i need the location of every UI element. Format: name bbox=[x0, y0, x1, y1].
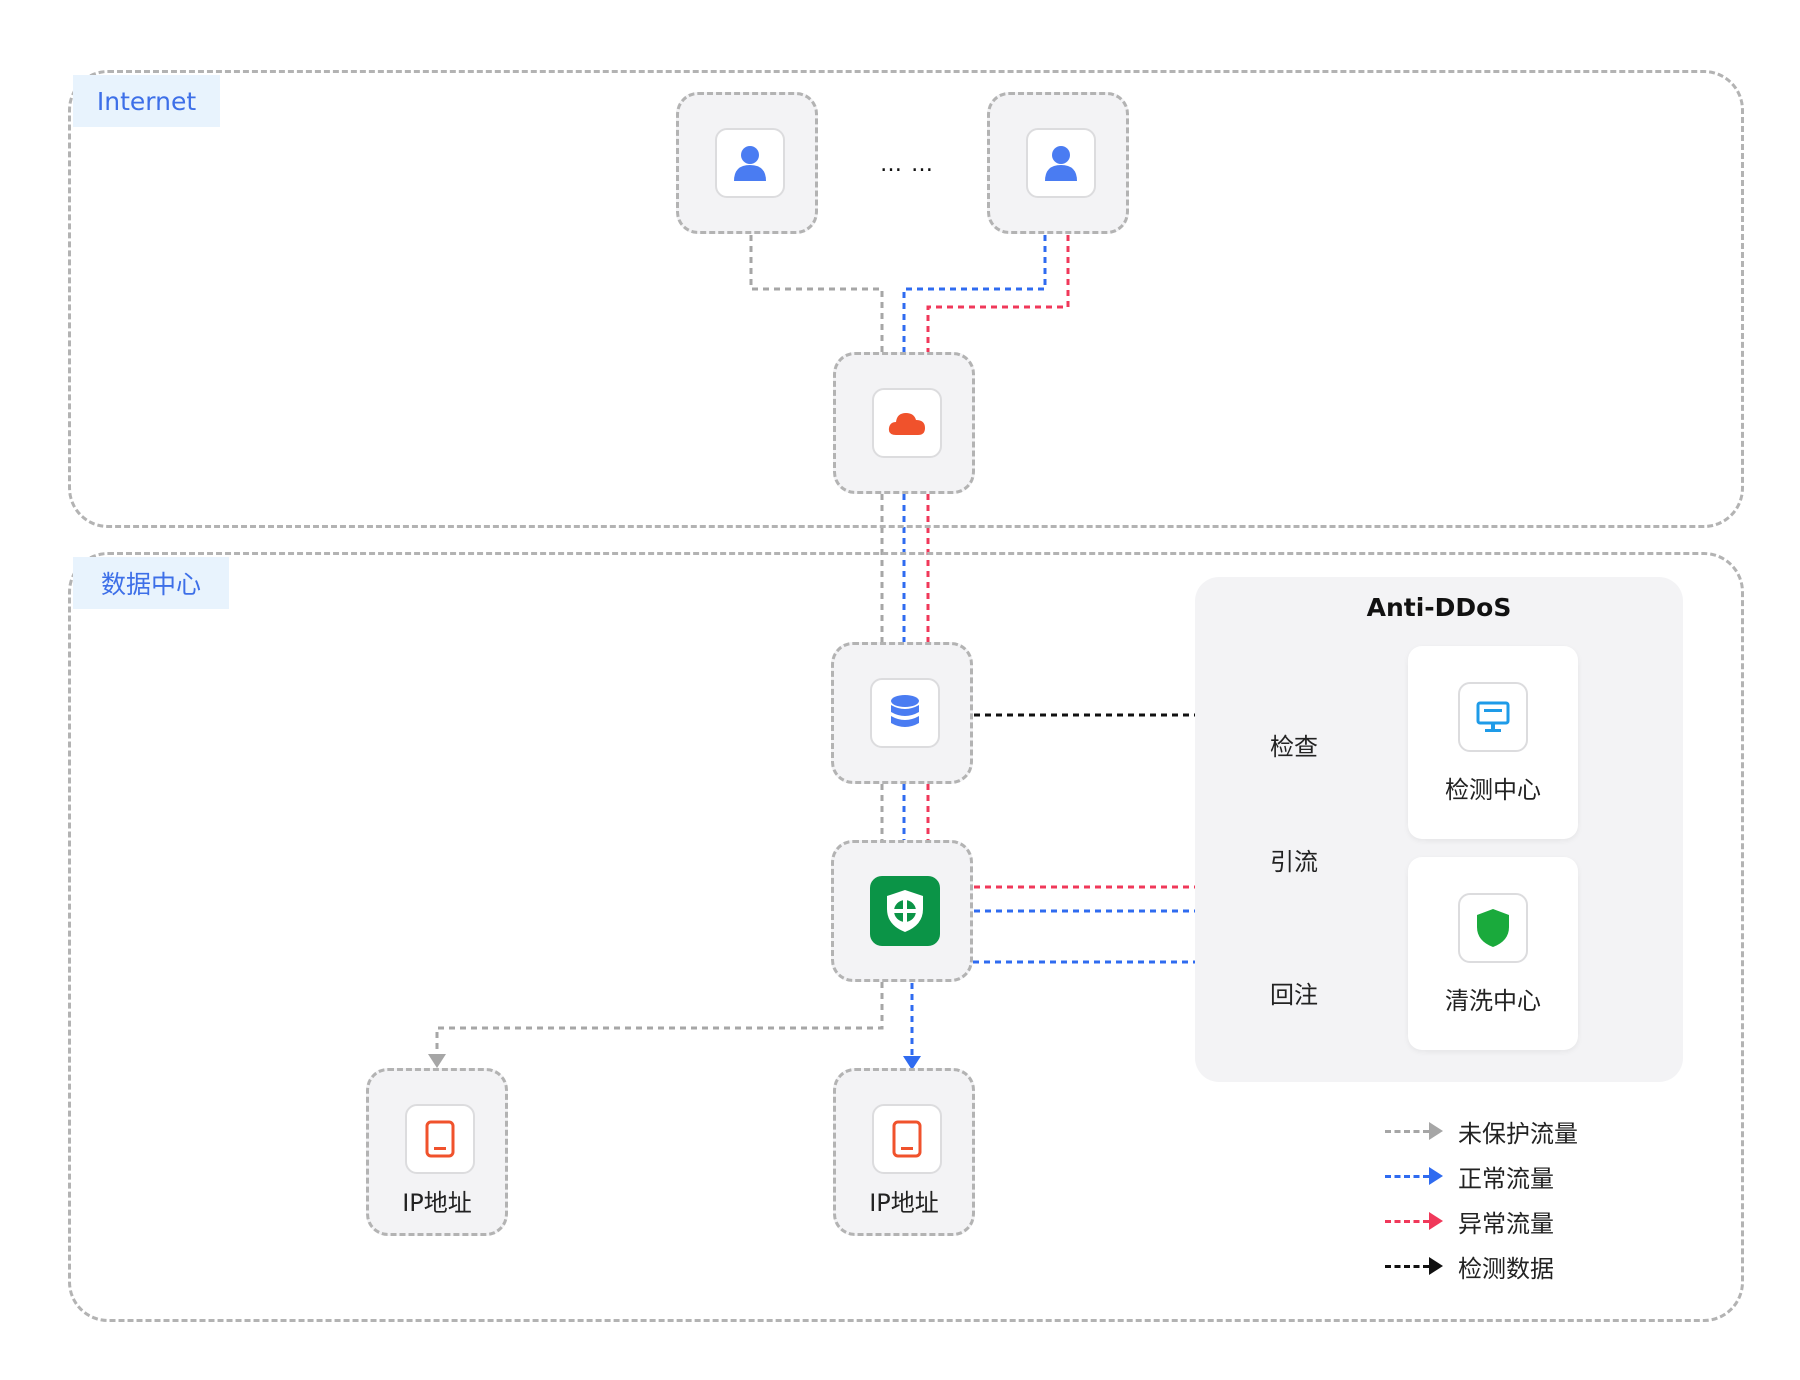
ip-server-right-label: IP地址 bbox=[869, 1189, 939, 1217]
tablet-icon-box bbox=[872, 1104, 942, 1174]
flow-to-left-server-unprotected bbox=[435, 982, 884, 1054]
datacenter-zone bbox=[68, 552, 1744, 1322]
scrubbing-center-card[interactable]: 清洗中心 bbox=[1408, 857, 1578, 1050]
user-icon-box bbox=[1026, 128, 1096, 198]
legend-arrow-normal bbox=[1429, 1167, 1443, 1185]
more-users-ellipsis: … … bbox=[880, 152, 934, 177]
user-node-1[interactable] bbox=[676, 92, 818, 234]
detection-center-card[interactable]: 检测中心 bbox=[1408, 646, 1578, 839]
cloud-icon-box bbox=[872, 388, 942, 458]
database-icon bbox=[891, 695, 919, 727]
inspect-label: 检查 bbox=[1270, 733, 1318, 761]
user-icon bbox=[734, 146, 766, 181]
user-icon-box bbox=[715, 128, 785, 198]
legend-text: 未保护流量 bbox=[1458, 1120, 1578, 1148]
legend-line-unprotected bbox=[1385, 1130, 1429, 1133]
shield-icon-box bbox=[1458, 893, 1528, 963]
detection-center-label: 检测中心 bbox=[1445, 776, 1541, 804]
database-icon-box bbox=[870, 678, 940, 748]
internet-zone-label: Internet bbox=[73, 75, 220, 127]
flow-user1-cloud-unprotected bbox=[749, 235, 884, 352]
legend-text: 异常流量 bbox=[1458, 1210, 1554, 1238]
database-node[interactable] bbox=[831, 642, 973, 784]
tablet-icon-box bbox=[405, 1104, 475, 1174]
legend-line-normal bbox=[1385, 1175, 1429, 1178]
ip-server-right[interactable]: IP地址 bbox=[833, 1068, 975, 1236]
anti-ddos-gateway-node[interactable] bbox=[831, 840, 973, 982]
green-shield-icon bbox=[1477, 909, 1509, 947]
legend-arrow-detection bbox=[1429, 1257, 1443, 1275]
scrubbing-center-label: 清洗中心 bbox=[1445, 987, 1541, 1015]
tablet-icon bbox=[425, 1120, 455, 1158]
monitor-icon bbox=[1476, 701, 1510, 732]
anti-ddos-title: Anti-DDoS bbox=[1366, 593, 1512, 622]
ip-server-left[interactable]: IP地址 bbox=[366, 1068, 508, 1236]
monitor-icon-box bbox=[1458, 682, 1528, 752]
arrowhead-reinject bbox=[903, 1056, 921, 1070]
internet-zone bbox=[68, 70, 1744, 528]
arrowhead-left-server bbox=[428, 1054, 446, 1068]
ip-server-left-label: IP地址 bbox=[402, 1189, 472, 1217]
cloud-node[interactable] bbox=[833, 352, 975, 494]
legend-line-abnormal bbox=[1385, 1220, 1429, 1223]
reinject-label: 回注 bbox=[1270, 981, 1318, 1009]
datacenter-zone-label: 数据中心 bbox=[73, 557, 229, 609]
divert-label: 引流 bbox=[1270, 848, 1318, 876]
legend-text: 正常流量 bbox=[1458, 1165, 1554, 1193]
cloud-icon bbox=[888, 413, 925, 435]
flow-user2-cloud-abnormal bbox=[926, 235, 1070, 352]
shield-icon-box bbox=[870, 876, 940, 946]
legend-text: 检测数据 bbox=[1458, 1255, 1554, 1283]
flow-user2-cloud-normal bbox=[902, 235, 1047, 352]
shield-icon bbox=[887, 890, 923, 932]
legend-line-detection bbox=[1385, 1265, 1429, 1268]
tablet-icon bbox=[892, 1120, 922, 1158]
legend-arrow-unprotected bbox=[1429, 1122, 1443, 1140]
user-node-2[interactable] bbox=[987, 92, 1129, 234]
user-icon bbox=[1045, 146, 1077, 181]
legend-arrow-abnormal bbox=[1429, 1212, 1443, 1230]
